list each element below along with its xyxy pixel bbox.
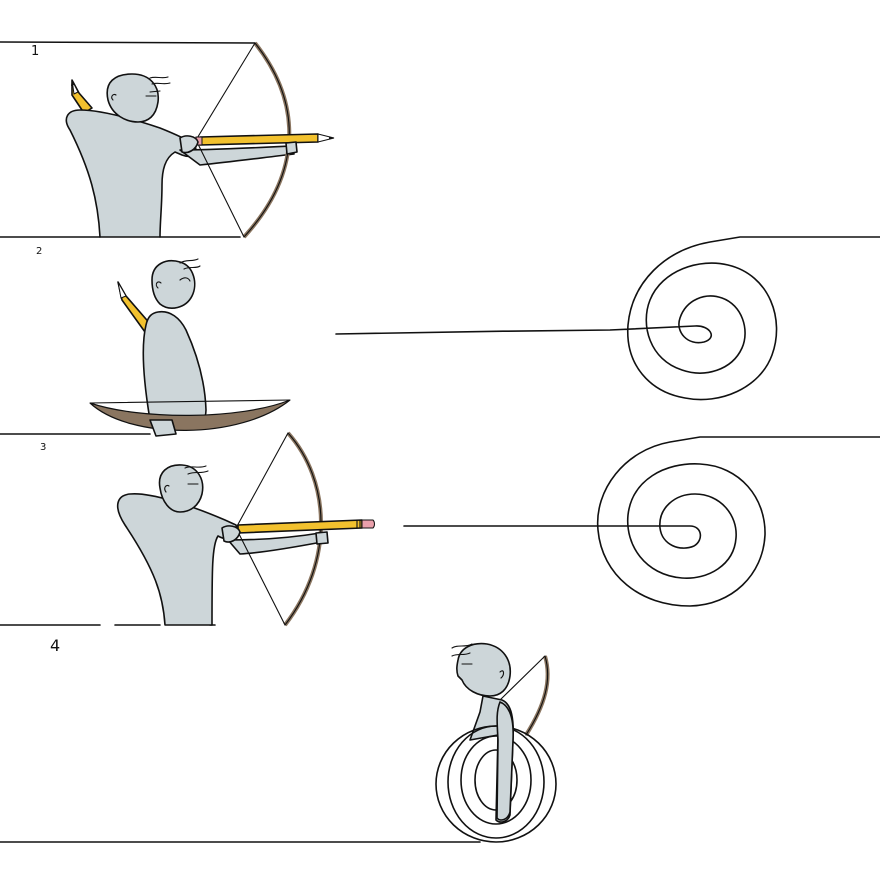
- archer-head: [151, 260, 196, 309]
- panel-4: [0, 642, 557, 843]
- panel-2: [0, 236, 880, 437]
- spiral-target-icon: [435, 725, 557, 843]
- panel-number-4: 4: [50, 636, 61, 655]
- pencil-arrow-icon: [237, 519, 375, 534]
- panel-1-top-border: [0, 41, 256, 44]
- panel-1: [0, 41, 335, 239]
- archer-body: [142, 310, 207, 431]
- panel-3: [0, 431, 880, 627]
- panel-number-1: 1: [31, 44, 40, 59]
- drawn-line-to-target: [335, 236, 880, 401]
- archer-head: [456, 642, 512, 697]
- panel-number-2: 2: [36, 246, 43, 257]
- archer-head: [158, 464, 204, 513]
- bowstring: [499, 655, 546, 701]
- pencil-quiver-icon: [71, 79, 93, 114]
- pencil-arrow-icon: [195, 133, 335, 146]
- archer-body: [65, 109, 197, 238]
- drawn-line-to-target: [403, 436, 880, 607]
- panel-number-3: 3: [40, 442, 47, 453]
- archer-body: [116, 493, 239, 626]
- archer-head: [106, 73, 159, 123]
